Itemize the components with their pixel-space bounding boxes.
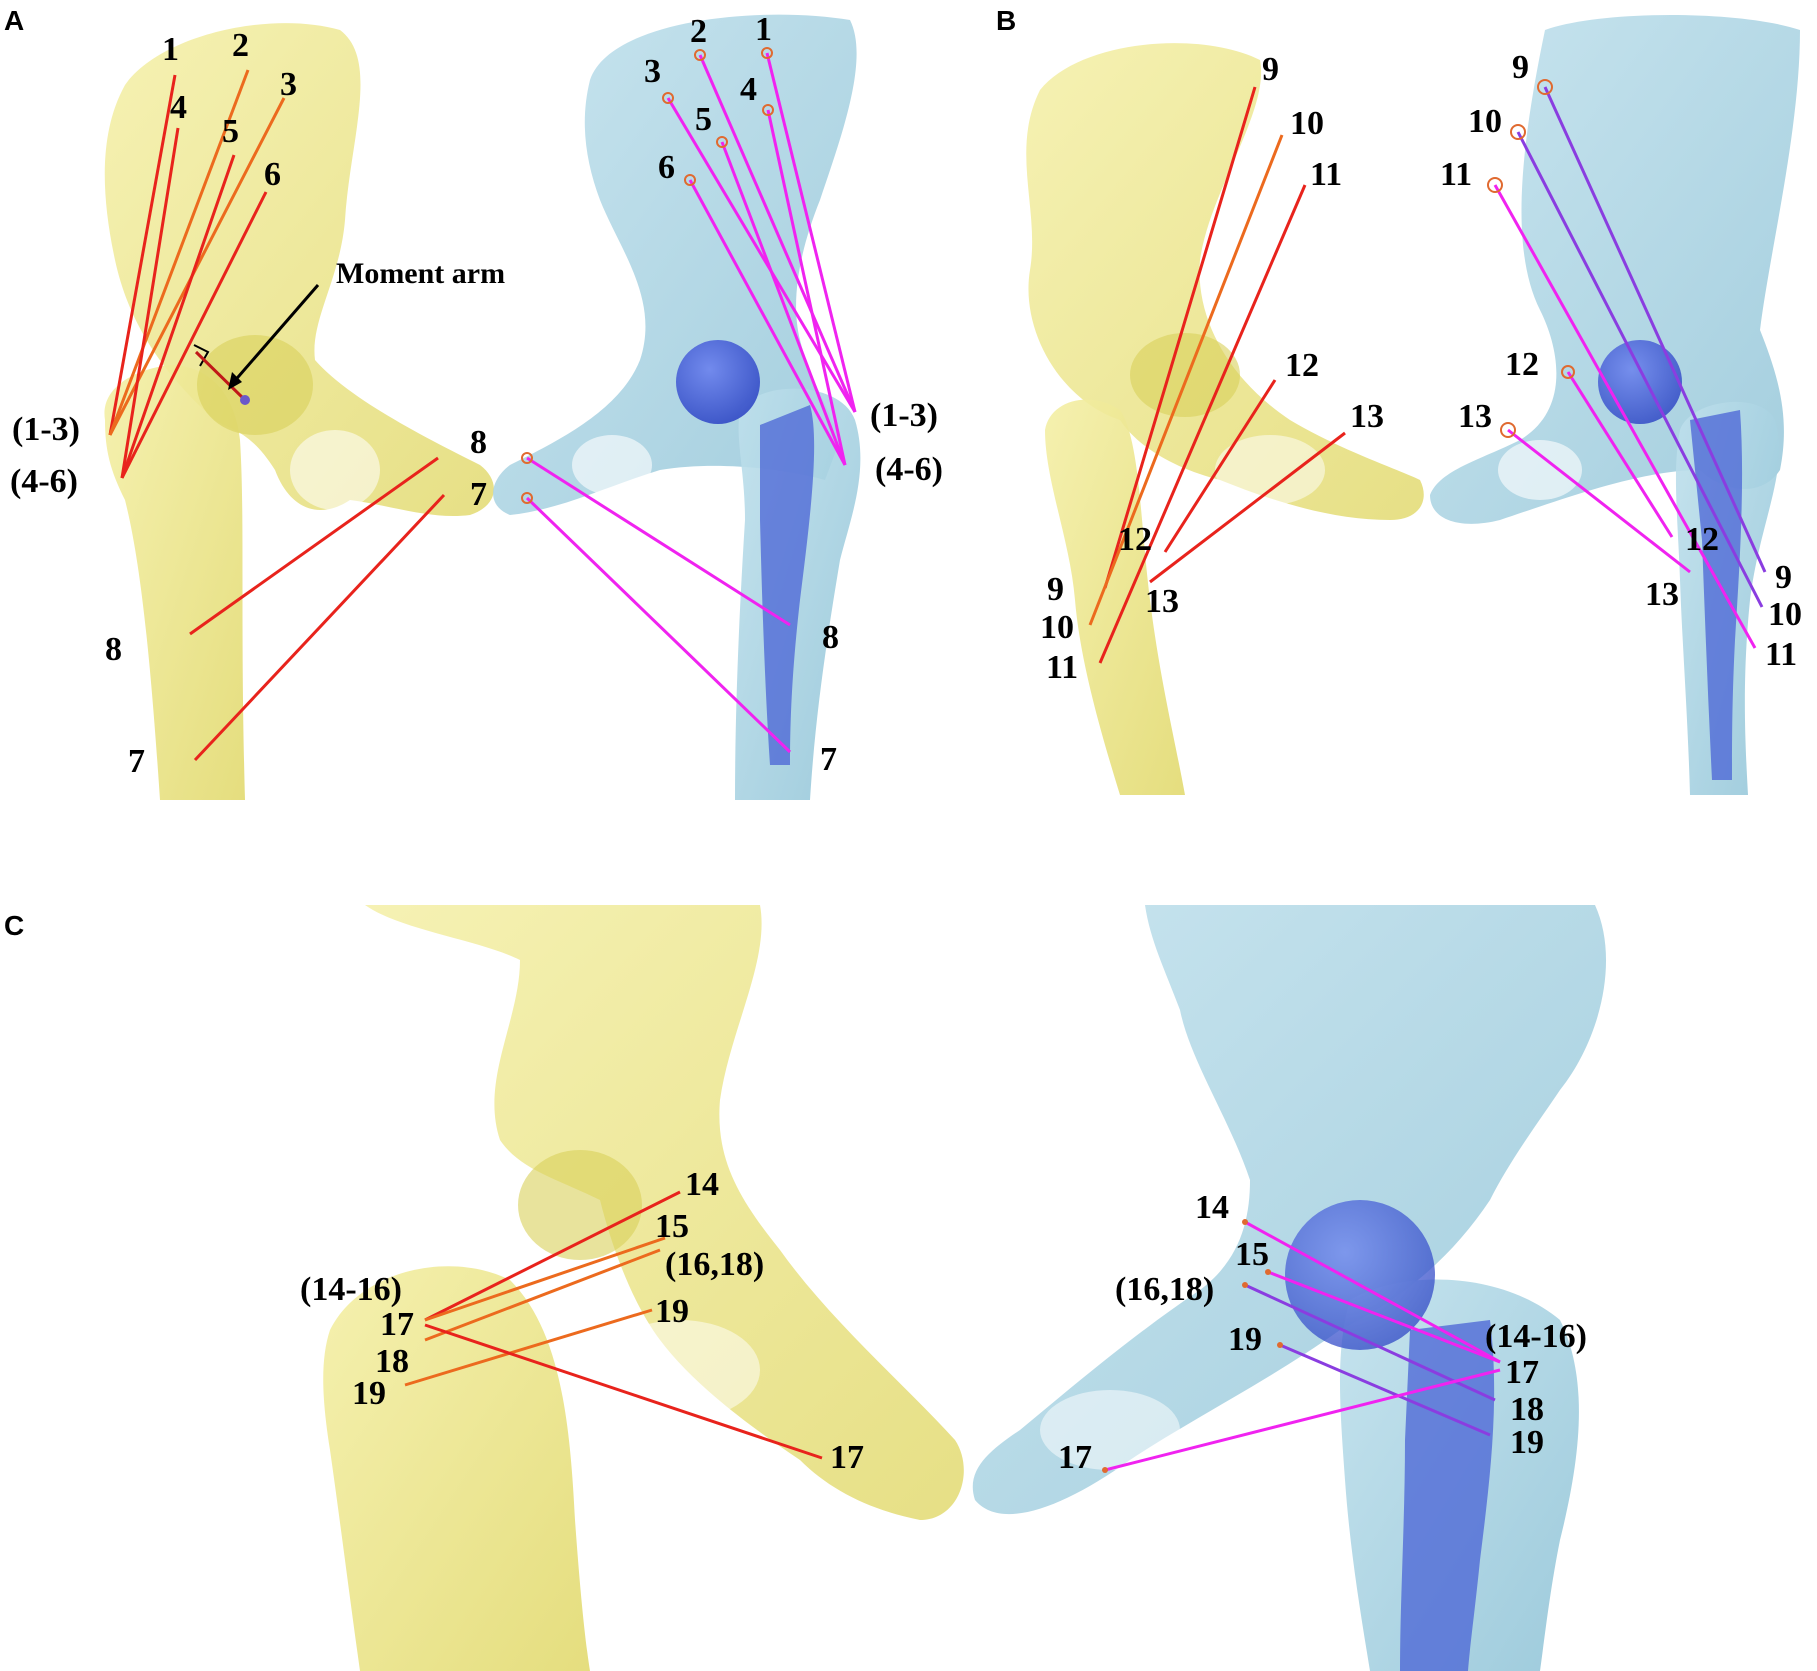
label-a-y-2: 2 <box>232 27 249 64</box>
label-c-y-18: 18 <box>375 1343 409 1380</box>
label-a-y-1: 1 <box>162 31 179 68</box>
label-b-b-13-top: 13 <box>1458 398 1492 435</box>
label-a-y-1-3: (1-3) <box>12 411 80 448</box>
label-a-b-4-6: (4-6) <box>875 451 943 488</box>
label-c-y-15: 15 <box>655 1208 689 1245</box>
panel-letter-b: B <box>996 5 1016 36</box>
label-b-y-12-bottom: 12 <box>1118 521 1152 558</box>
label-c-b-17-left: 17 <box>1058 1439 1092 1476</box>
yellow-bone-a <box>104 23 494 800</box>
label-b-b-10-top: 10 <box>1468 103 1502 140</box>
label-a-y-7-bottom: 7 <box>128 743 145 780</box>
label-a-y-8-bottom: 8 <box>105 631 122 668</box>
blue-bone-a <box>493 14 861 800</box>
label-b-b-12-top: 12 <box>1505 346 1539 383</box>
label-a-b-6: 6 <box>658 149 675 186</box>
label-b-y-13-bottom: 13 <box>1145 583 1179 620</box>
label-b-b-13-bottom: 13 <box>1645 576 1679 613</box>
label-a-y-7-top: 7 <box>470 476 487 513</box>
label-a-b-1-3: (1-3) <box>870 397 938 434</box>
label-a-b-1: 1 <box>755 11 772 48</box>
label-c-y-17-left: 17 <box>380 1306 414 1343</box>
label-c-b-16-18: (16,18) <box>1115 1271 1214 1308</box>
label-b-y-13-top: 13 <box>1350 398 1384 435</box>
label-a-b-8: 8 <box>822 619 839 656</box>
panel-a: 1 2 3 4 5 6 (1-3) (4-6) 8 7 8 7 Moment a… <box>10 11 943 800</box>
yellow-bone-c <box>323 905 964 1671</box>
label-a-y-3: 3 <box>280 66 297 103</box>
label-c-y-19-left: 19 <box>352 1375 386 1412</box>
muscle-lines-b-yellow <box>1088 86 1346 664</box>
muscle-lines-c-yellow <box>404 1190 823 1460</box>
label-c-y-14: 14 <box>685 1166 719 1203</box>
label-c-b-14: 14 <box>1195 1189 1229 1226</box>
muscle-lines-a-blue <box>521 47 857 754</box>
label-a-y-6: 6 <box>264 156 281 193</box>
yellow-bone-b <box>1026 43 1424 795</box>
label-a-b-7: 7 <box>820 741 837 778</box>
label-b-y-10-bottom: 10 <box>1040 609 1074 646</box>
label-c-y-19-right: 19 <box>655 1293 689 1330</box>
label-b-y-9-bottom: 9 <box>1047 571 1064 608</box>
label-b-b-11-top: 11 <box>1440 156 1472 193</box>
label-c-b-17-right: 17 <box>1505 1354 1539 1391</box>
label-a-b-3: 3 <box>644 53 661 90</box>
muscle-lines-a-yellow <box>108 69 446 762</box>
label-a-b-2: 2 <box>690 13 707 50</box>
label-c-b-19-left: 19 <box>1228 1321 1262 1358</box>
label-b-b-11-bottom: 11 <box>1765 636 1797 673</box>
label-a-y-8-top: 8 <box>470 424 487 461</box>
label-b-b-10-bottom: 10 <box>1768 596 1802 633</box>
label-b-y-11-bottom: 11 <box>1046 649 1078 686</box>
label-b-b-9-bottom: 9 <box>1775 559 1792 596</box>
moment-arm-label: Moment arm <box>336 257 505 290</box>
label-c-y-14-16: (14-16) <box>300 1271 402 1308</box>
label-c-y-17-right: 17 <box>830 1439 864 1476</box>
label-b-b-12-bottom: 12 <box>1685 521 1719 558</box>
label-a-b-4: 4 <box>740 71 757 108</box>
label-a-y-4: 4 <box>170 89 187 126</box>
label-c-b-14-16: (14-16) <box>1485 1318 1587 1355</box>
label-b-b-9-top: 9 <box>1512 49 1529 86</box>
label-c-b-19-right: 19 <box>1510 1424 1544 1461</box>
muscle-lines-b-blue <box>1487 79 1767 649</box>
label-a-y-4-6: (4-6) <box>10 463 78 500</box>
label-a-y-5: 5 <box>222 113 239 150</box>
label-c-b-15: 15 <box>1235 1236 1269 1273</box>
label-c-b-18: 18 <box>1510 1391 1544 1428</box>
label-b-y-11-top: 11 <box>1310 156 1342 193</box>
label-b-y-9-top: 9 <box>1262 51 1279 88</box>
label-c-y-16-18: (16,18) <box>665 1246 764 1283</box>
panel-letter-c: C <box>4 910 24 941</box>
label-a-b-5: 5 <box>695 101 712 138</box>
panel-letter-a: A <box>4 5 24 36</box>
panel-b: 9 10 11 12 13 9 10 11 12 13 9 10 11 12 1… <box>1026 15 1802 795</box>
blue-bone-c <box>972 905 1607 1671</box>
panel-c: 14 15 (16,18) 19 (14-16) 17 18 19 17 14 … <box>300 905 1607 1671</box>
muscle-lines-c-blue <box>1102 1219 1501 1473</box>
label-b-y-12-top: 12 <box>1285 347 1319 384</box>
blue-bone-b <box>1430 15 1800 795</box>
label-b-y-10-top: 10 <box>1290 105 1324 142</box>
